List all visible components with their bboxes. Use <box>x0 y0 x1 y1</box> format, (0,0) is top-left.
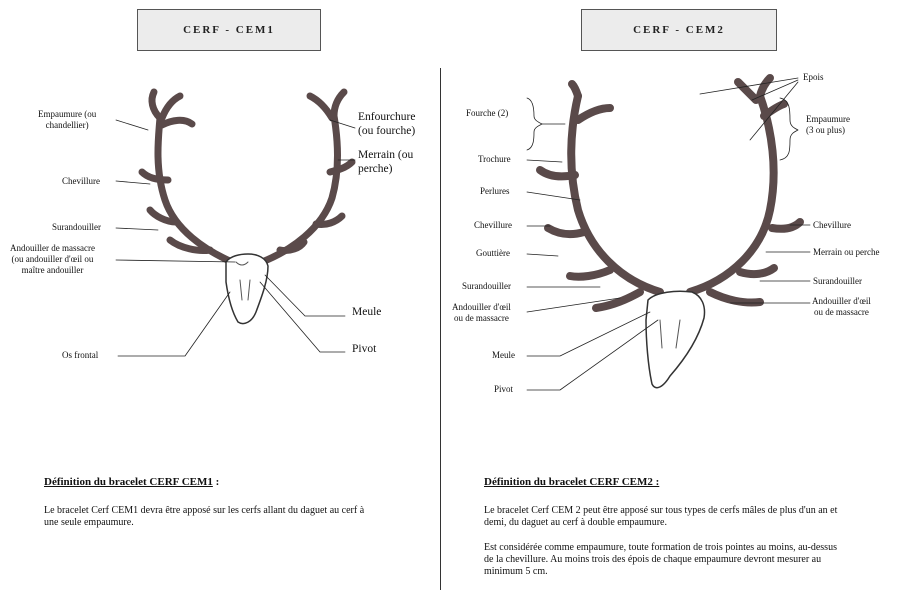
cem2-label-surandouiller-left: Surandouiller <box>462 281 511 292</box>
cem1-label-enfourchure: Enfourchure (ou fourche) <box>358 110 415 138</box>
cem2-definition-text-2: Est considérée comme empaumure, toute fo… <box>484 542 899 578</box>
cem1-label-andouiller: Andouiller de massacre (ou andouiller d'… <box>10 243 95 276</box>
cem2-label-empaumure: Empaumure (3 ou plus) <box>806 114 850 136</box>
cem2-label-epois: Epois <box>803 72 824 83</box>
cem2-label-perlures: Perlures <box>480 186 510 197</box>
cem2-label-andouiller-right: Andouiller d'œil ou de massacre <box>812 296 871 318</box>
cem1-label-chevillure: Chevillure <box>62 176 100 187</box>
cem1-label-surandouiller: Surandouiller <box>52 222 101 233</box>
cem2-label-fourche: Fourche (2) <box>466 108 508 119</box>
cem1-label-merrain: Merrain (ou perche) <box>358 148 413 176</box>
cem1-definition-heading: Définition du bracelet CERF CEM1 : <box>44 476 219 488</box>
cem1-label-meule: Meule <box>352 305 381 319</box>
cem2-antlers-drawing <box>540 78 800 308</box>
cem2-skull-drawing <box>646 291 705 387</box>
cem2-label-andouiller-left: Andouiller d'œil ou de massacre <box>452 302 511 324</box>
cem2-definition-title: Définition du bracelet CERF CEM2 : <box>484 476 659 488</box>
cem1-definition-colon: : <box>213 476 219 488</box>
cem1-label-empaumure: Empaumure (ou chandellier) <box>38 109 96 131</box>
cem2-label-surandouiller-right: Surandouiller <box>813 276 862 287</box>
cem2-definition-text-1: Le bracelet Cerf CEM 2 peut être apposé … <box>484 505 899 529</box>
cem1-definition-text: Le bracelet Cerf CEM1 devra être apposé … <box>44 505 439 529</box>
cem1-skull-drawing <box>226 254 268 324</box>
cem2-label-merrain: Merrain ou perche <box>813 247 879 258</box>
cem1-definition-title: Définition du bracelet CERF CEM1 <box>44 476 213 488</box>
cem1-label-os-frontal: Os frontal <box>62 350 98 361</box>
cem2-definition-heading: Définition du bracelet CERF CEM2 : <box>484 476 659 488</box>
cem2-label-pivot: Pivot <box>494 384 513 395</box>
cem1-label-pivot: Pivot <box>352 342 376 356</box>
cem1-antlers-drawing <box>142 92 352 262</box>
cem2-label-trochure: Trochure <box>478 154 511 165</box>
cem2-label-gouttiere: Gouttière <box>476 248 510 259</box>
cem2-label-chevillure-right: Chevillure <box>813 220 851 231</box>
cem1-leader-lines <box>116 120 355 356</box>
cem2-label-chevillure-left: Chevillure <box>474 220 512 231</box>
cem2-label-meule: Meule <box>492 350 515 361</box>
